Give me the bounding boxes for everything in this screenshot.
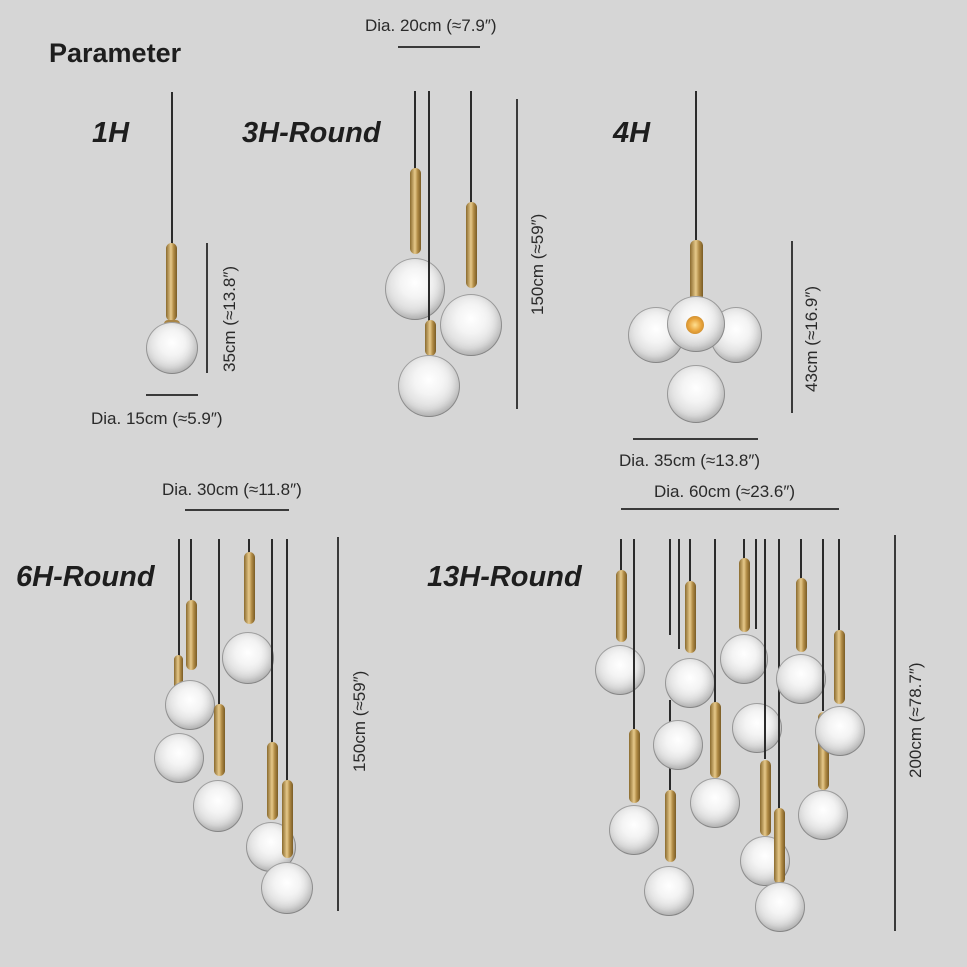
- cord: [689, 539, 691, 582]
- glass-globe: [385, 258, 445, 320]
- diameter-dimension-line: [185, 509, 289, 511]
- height-dimension-label: 43cm (≈16.9″): [802, 285, 821, 392]
- glass-globe: [222, 632, 274, 684]
- model-label: 6H-Round: [16, 561, 155, 593]
- brass-rod: [685, 581, 696, 653]
- height-dimension-label: 200cm (≈78.7″): [906, 662, 925, 778]
- cord: [633, 539, 635, 729]
- brass-rod: [214, 704, 225, 776]
- diameter-dimension-line: [146, 394, 198, 396]
- light-bulb: [686, 316, 704, 334]
- height-dimension-line: [516, 99, 518, 409]
- cord: [470, 91, 472, 203]
- brass-rod: [166, 243, 177, 321]
- glass-globe: [154, 733, 204, 783]
- height-dimension-line: [337, 537, 339, 911]
- cord: [218, 539, 220, 705]
- height-dimension-line: [894, 535, 896, 931]
- cord: [800, 539, 802, 579]
- glass-globe: [644, 866, 694, 916]
- brass-rod: [616, 570, 627, 642]
- cord: [743, 539, 745, 559]
- brass-rod: [774, 808, 785, 884]
- brass-rod: [267, 742, 278, 820]
- cord: [755, 539, 757, 629]
- glass-globe: [690, 778, 740, 828]
- glass-globe: [595, 645, 645, 695]
- brass-rod: [244, 552, 255, 624]
- brass-rod: [410, 168, 421, 254]
- brass-rod: [710, 702, 721, 778]
- glass-globe: [398, 355, 460, 417]
- cord: [695, 91, 697, 241]
- brass-rod: [282, 780, 293, 858]
- model-label: 13H-Round: [427, 561, 582, 593]
- cord: [171, 92, 173, 244]
- cord: [414, 91, 416, 171]
- glass-globe: [667, 365, 725, 423]
- brass-rod: [186, 600, 197, 670]
- page-title: Parameter: [49, 38, 182, 68]
- glass-globe: [261, 862, 313, 914]
- model-label: 3H-Round: [242, 117, 381, 149]
- glass-globe: [798, 790, 848, 840]
- height-dimension-line: [791, 241, 793, 413]
- diameter-dimension-line: [621, 508, 839, 510]
- height-dimension-label: 150cm (≈59″): [350, 670, 369, 772]
- glass-globe: [440, 294, 502, 356]
- glass-globe: [665, 658, 715, 708]
- glass-globe: [609, 805, 659, 855]
- cord: [286, 539, 288, 781]
- height-dimension-line: [206, 243, 208, 373]
- diameter-dimension-label: Dia. 60cm (≈23.6″): [654, 482, 796, 501]
- glass-globe: [146, 322, 198, 374]
- glass-globe: [165, 680, 215, 730]
- cord: [678, 539, 680, 649]
- model-label: 4H: [613, 117, 651, 149]
- glass-globe: [720, 634, 768, 684]
- glass-globe: [193, 780, 243, 832]
- diameter-dimension-line: [398, 46, 480, 48]
- height-dimension-label: 150cm (≈59″): [528, 213, 547, 315]
- glass-globe: [653, 720, 703, 770]
- cord: [620, 539, 622, 571]
- brass-rod: [425, 320, 436, 356]
- cord: [190, 539, 192, 601]
- diameter-dimension-label: Dia. 35cm (≈13.8″): [619, 451, 761, 470]
- brass-rod: [818, 712, 829, 790]
- cord: [271, 539, 273, 743]
- brass-rod: [466, 202, 477, 288]
- cord: [669, 539, 671, 635]
- brass-rod: [796, 578, 807, 652]
- glass-globe: [815, 706, 865, 756]
- cord: [838, 539, 840, 631]
- glass-globe: [776, 654, 826, 704]
- brass-rod: [760, 760, 771, 836]
- diameter-dimension-label: Dia. 20cm (≈7.9″): [365, 16, 497, 35]
- brass-rod: [665, 790, 676, 862]
- diameter-dimension-label: Dia. 15cm (≈5.9″): [91, 409, 223, 428]
- cord: [178, 539, 180, 657]
- cord: [714, 539, 716, 703]
- brass-rod: [690, 240, 703, 302]
- glass-globe: [732, 703, 782, 753]
- diameter-dimension-label: Dia. 30cm (≈11.8″): [162, 480, 302, 499]
- model-label: 1H: [92, 117, 130, 149]
- height-dimension-label: 35cm (≈13.8″): [220, 265, 239, 372]
- brass-rod: [629, 729, 640, 803]
- brass-rod: [739, 558, 750, 632]
- brass-rod: [834, 630, 845, 704]
- diameter-dimension-line: [633, 438, 758, 440]
- cord: [428, 91, 430, 321]
- cord: [822, 539, 824, 711]
- glass-globe: [755, 882, 805, 932]
- cord: [764, 539, 766, 759]
- cord: [248, 539, 250, 553]
